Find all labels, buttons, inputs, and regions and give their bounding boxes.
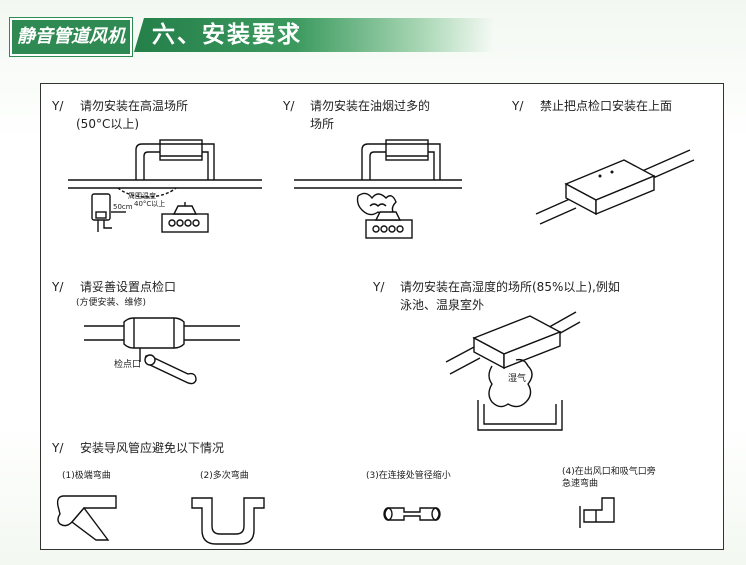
page-header: 静音管道风机 六、安装要求: [9, 14, 510, 57]
case-1-label: (1)极端弯曲: [62, 471, 111, 481]
bullet-mark: Y/: [52, 280, 64, 294]
case-2-label: (2)多次弯曲: [200, 471, 249, 481]
item-1-note: (50°C以上): [76, 117, 140, 131]
brand-name: 静音管道风机: [17, 26, 125, 47]
oil-fume-illustration: [294, 139, 462, 239]
ambient-temp-value: 40°C以上: [134, 200, 166, 208]
multiple-bends-pipe: [191, 497, 265, 545]
case-4-label: (4)在出风口和吸气口旁: [562, 467, 656, 477]
ambient-temp-label: 周围温度: [128, 192, 156, 200]
inspection-port-illustration: [84, 317, 240, 385]
section-title-bar: 六、安装要求: [134, 18, 494, 52]
inspection-port-label: 检点口: [114, 360, 142, 370]
bullet-mark: Y/: [52, 441, 64, 455]
item-2-note: 场所: [310, 117, 335, 131]
brand-badge: 静音管道风机: [9, 17, 133, 57]
section-title: 六、安装要求: [152, 22, 302, 48]
item-4-text: 请妥善设置点检口: [80, 280, 177, 294]
item-4-note: (方便安装、维修): [76, 298, 147, 308]
case-4-label-line2: 急速弯曲: [562, 479, 599, 489]
bullet-mark: Y/: [52, 99, 64, 113]
item-6-text: 安装导风管应避免以下情况: [80, 441, 225, 455]
bullet-mark: Y/: [283, 99, 295, 113]
high-humidity-illustration: [445, 311, 581, 431]
item-1-text: 请勿安装在高温场所: [80, 99, 189, 113]
item-5-text: 请勿安装在高湿度的场所(85%以上),例如: [400, 280, 620, 294]
inspection-on-top-illustration: [535, 149, 695, 225]
case-3-label: (3)在连接处管径缩小: [366, 471, 451, 481]
distance-label: 50cm: [113, 203, 133, 211]
humid-label: 湿气: [508, 374, 527, 384]
extreme-bend-pipe: [56, 495, 117, 541]
bullet-mark: Y/: [512, 99, 524, 113]
item-3-text: 禁止把点检口安装在上面: [540, 99, 673, 113]
sharp-bend-near-outlet-pipe: [579, 497, 615, 528]
bullet-mark: Y/: [373, 280, 385, 294]
install-requirements-panel: [40, 83, 724, 550]
item-5-note: 泳池、温泉室外: [400, 298, 485, 312]
item-2-text: 请勿安装在油烟过多的: [310, 99, 431, 113]
reduced-diameter-pipe: [383, 507, 441, 521]
high-temp-illustration: [68, 139, 262, 233]
